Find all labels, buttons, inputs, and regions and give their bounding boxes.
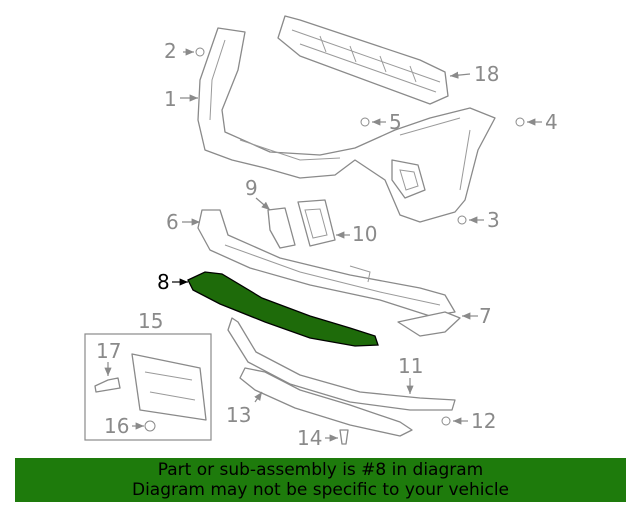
- callout-14: 14: [297, 426, 322, 450]
- license-bracket-box-part-15: [84, 333, 212, 441]
- callout-12: 12: [471, 409, 496, 433]
- callout-11: 11: [398, 354, 423, 378]
- callout-2: 2: [164, 39, 177, 63]
- callout-1: 1: [164, 87, 177, 111]
- callout-6: 6: [166, 210, 179, 234]
- skid-plate-part-13: [239, 367, 413, 437]
- callout-7: 7: [479, 304, 492, 328]
- molding-part-7: [397, 311, 478, 337]
- callout-15: 15: [138, 309, 163, 333]
- callout-8: 8: [157, 270, 170, 294]
- trim-strip-part-8: [172, 271, 379, 347]
- bezel-part-9: [255, 197, 296, 249]
- callout-9: 9: [245, 176, 258, 200]
- valance-part-11: [227, 317, 456, 411]
- clip-part-2: [183, 47, 205, 57]
- absorber-part-18: [277, 15, 471, 105]
- fastener-part-14: [325, 429, 349, 445]
- clip-part-5: [360, 117, 386, 127]
- banner-line-2: Diagram may not be specific to your vehi…: [131, 480, 509, 500]
- callout-18: 18: [474, 62, 499, 86]
- callout-10: 10: [352, 222, 377, 246]
- bumper-fascia-part-1: [180, 27, 496, 223]
- bezel-part-10: [297, 199, 350, 247]
- callout-4: 4: [545, 110, 558, 134]
- callout-5: 5: [389, 110, 402, 134]
- lower-fascia-part-6: [182, 209, 456, 317]
- callout-16: 16: [104, 414, 129, 438]
- bolt-part-12: [441, 416, 468, 426]
- parts-diagram: 2 1 18 5 4 9 3 6 10 8 7 15 17 11 13 12 1…: [84, 15, 558, 450]
- clip-part-4: [515, 117, 542, 127]
- callout-17: 17: [96, 339, 121, 363]
- callout-3: 3: [487, 208, 500, 232]
- banner-line-1: Part or sub-assembly is #8 in diagram: [157, 460, 484, 480]
- info-banner: Part or sub-assembly is #8 in diagram Di…: [15, 458, 626, 502]
- clip-part-3: [457, 215, 484, 225]
- callout-13: 13: [226, 403, 251, 427]
